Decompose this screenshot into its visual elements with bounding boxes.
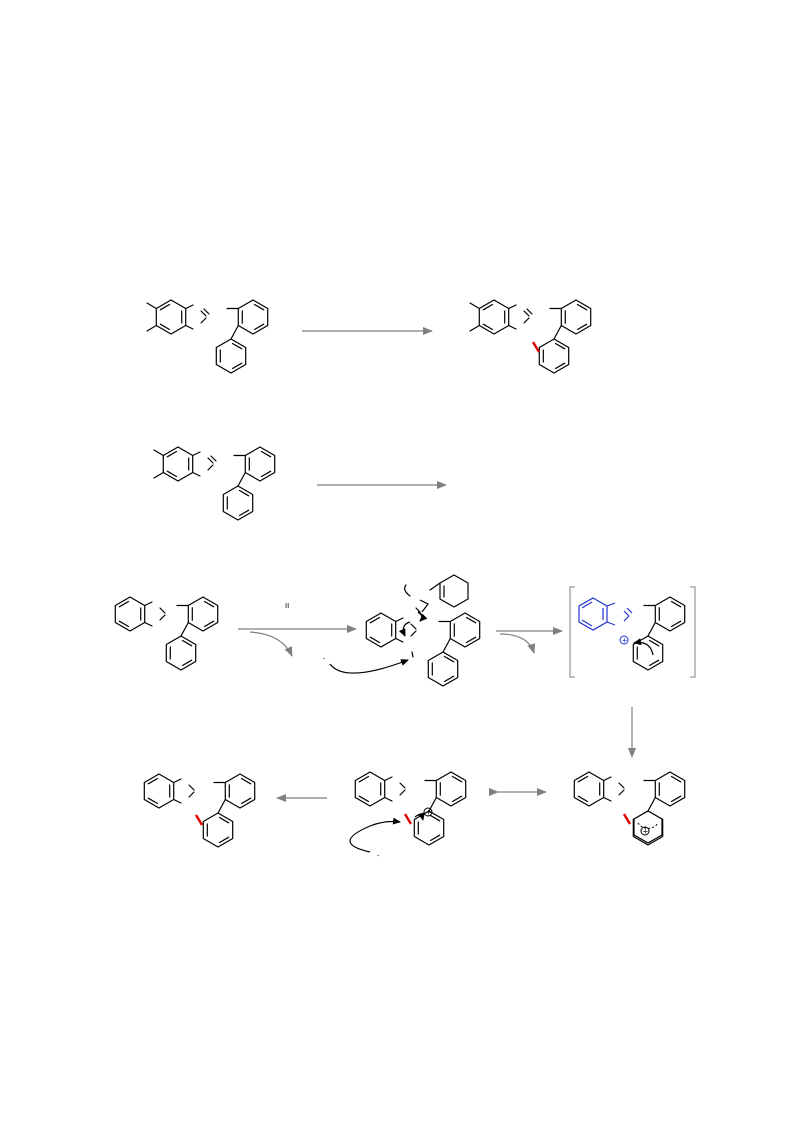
mechanism-mark-a: II: [285, 602, 289, 610]
mechanism-mark-b: -: [323, 655, 326, 663]
cation-plus-2: +: [426, 809, 432, 817]
mechanism-start: [114, 596, 219, 671]
curved-arrow-deprotonation: [349, 817, 401, 853]
byproduct-arrow-1: [249, 631, 293, 657]
cation-plus-blue: +: [622, 637, 628, 645]
cationic-intermediate-bracketed: +: [569, 586, 696, 678]
new-cc-bond-2: [194, 814, 204, 826]
cation-charge: [640, 826, 650, 836]
byproduct-arrow-2: [499, 633, 536, 654]
cation-charge-2: [423, 807, 433, 817]
reactant-2: [153, 446, 276, 521]
intermediate-1: [365, 574, 481, 687]
cation-charge-blue: [619, 635, 629, 645]
cation-plus: +: [643, 828, 649, 836]
reactant-1: [146, 299, 269, 374]
wheland-intermediate-delocalized: +: [573, 771, 686, 846]
mechanism-mark-c: -: [377, 852, 380, 860]
new-cc-bond: [531, 341, 541, 353]
product-1: [469, 299, 592, 374]
wheland-intermediate-localized: +: [354, 771, 467, 846]
final-product: [143, 773, 256, 848]
curved-arrow-nucleophile: [329, 659, 409, 674]
curved-arrow-cyclization: [633, 638, 654, 656]
